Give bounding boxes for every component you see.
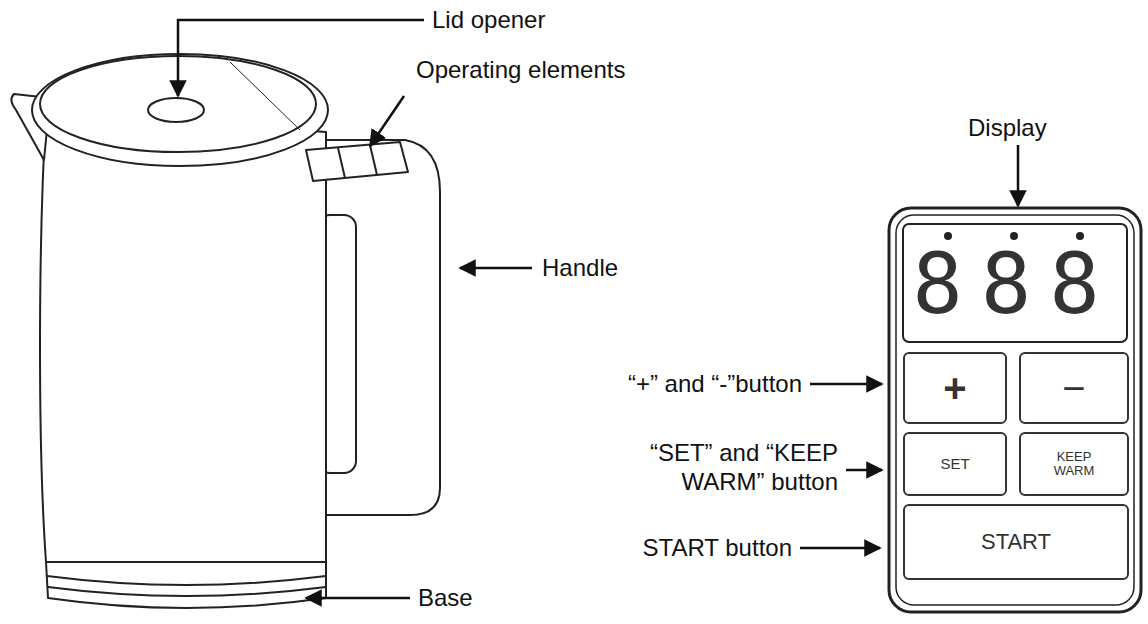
set-button: SET	[903, 432, 1007, 496]
part-label: Base	[418, 584, 473, 613]
part-label: Display	[968, 114, 1047, 143]
leader-arrow	[810, 383, 882, 386]
button-label: “SET” and “KEEP WARM” button	[606, 439, 838, 497]
leader-arrow	[178, 20, 424, 96]
part-label: Lid opener	[432, 6, 545, 35]
plus-button: +	[903, 352, 1007, 424]
part-label: Operating elements	[416, 56, 625, 85]
button-label: START button	[643, 534, 792, 563]
leader-arrow	[800, 547, 880, 550]
display-digits: 888	[912, 242, 1118, 326]
leader-arrow	[846, 469, 882, 472]
button-text: −	[1062, 366, 1085, 410]
lid-rim	[32, 54, 328, 166]
operating-elements	[306, 142, 408, 181]
display-window	[903, 224, 1127, 342]
button-text: SET	[940, 456, 969, 473]
start-button: START	[903, 504, 1129, 580]
base	[46, 562, 326, 608]
button-label: “+” and “-”button	[502, 370, 802, 399]
leader-arrow	[460, 267, 532, 270]
control-panel	[889, 208, 1141, 612]
part-label: Handle	[542, 254, 618, 283]
kettle-body	[40, 112, 326, 562]
keep-warm-button: KEEP WARM	[1019, 432, 1129, 496]
leader-arrow	[370, 96, 404, 146]
lid-opener	[148, 98, 204, 122]
leader-arrow	[1017, 145, 1020, 206]
leader-arrow	[306, 597, 410, 600]
button-text: +	[943, 366, 966, 410]
minus-button: −	[1019, 352, 1129, 424]
button-text: START	[981, 530, 1051, 554]
button-text: KEEP WARM	[1048, 450, 1100, 479]
